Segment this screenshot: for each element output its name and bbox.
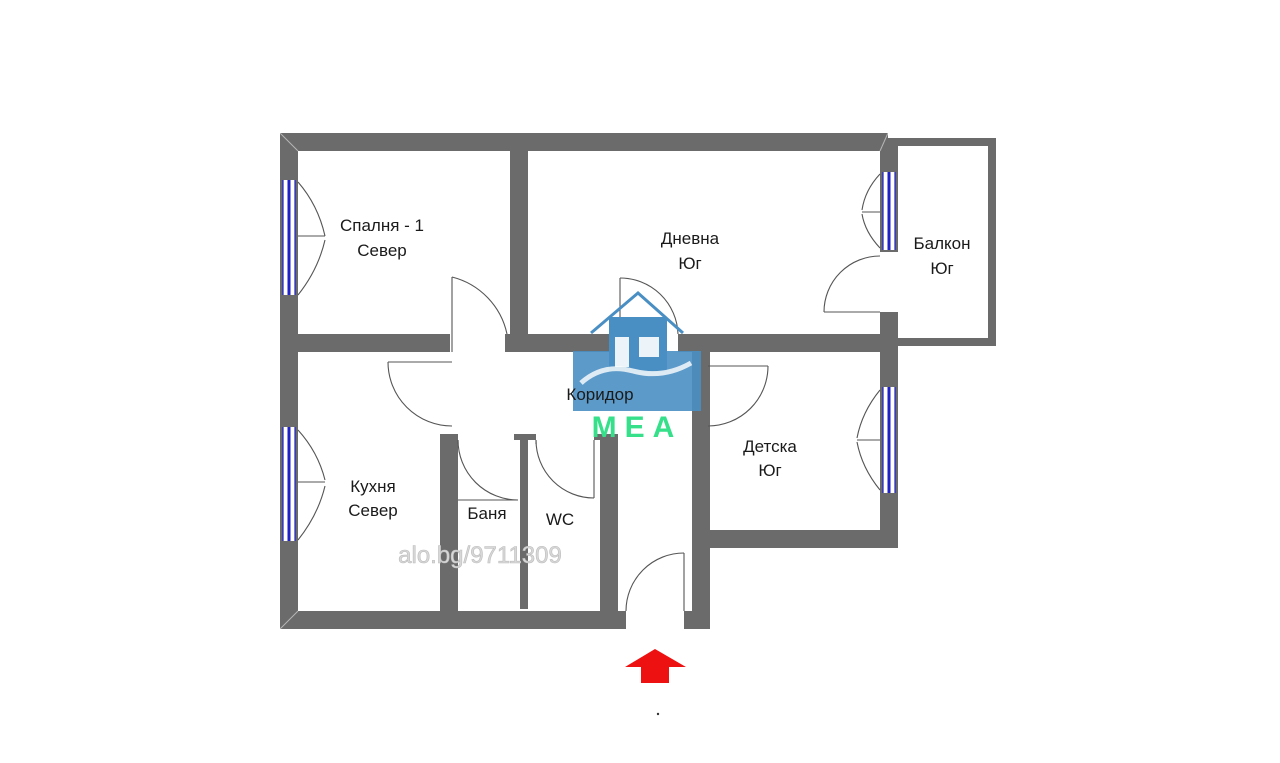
label-kitchen-name: Кухня: [350, 477, 396, 496]
logo-text: MEA: [592, 411, 683, 444]
window-kitchen: [282, 427, 326, 541]
label-wc-name: WC: [546, 510, 574, 529]
door-kids: [707, 365, 769, 427]
label-bedroom-name: Спалня - 1: [340, 216, 424, 235]
walls: [280, 133, 996, 629]
wall-wc-right: [600, 434, 618, 629]
door-kitchen: [387, 361, 453, 427]
wall-bevels: [279, 132, 889, 630]
wall-corridor-top-b: [678, 334, 698, 352]
entrance-arrow-icon: [625, 649, 686, 683]
watermark-text: alo.bg/9711309: [398, 542, 562, 569]
label-balcony-orientation: Юг: [930, 259, 953, 278]
wall-bath-top: [440, 434, 452, 440]
wall-kitchen-right: [440, 434, 458, 629]
label-corridor-name: Коридор: [566, 385, 633, 404]
label-kids-name: Детска: [743, 437, 797, 456]
label-kitchen-orientation: Север: [348, 501, 397, 520]
label-bedroom-orientation: Север: [357, 241, 406, 260]
label-living-name: Дневна: [661, 229, 720, 248]
wall-kids-bottom: [692, 530, 898, 548]
wall-entry-right: [692, 530, 710, 629]
door-balcony: [823, 255, 881, 313]
window-living: [861, 172, 896, 250]
outer-wall-top: [280, 133, 888, 151]
wall-kids-top: [698, 334, 888, 352]
label-kids-orientation: Юг: [758, 461, 781, 480]
wall-bath-wc: [520, 434, 528, 609]
window-bedroom: [282, 180, 326, 296]
label-bathroom-name: Баня: [467, 504, 506, 523]
company-logo: MEA: [573, 291, 701, 444]
window-kids: [856, 387, 896, 493]
dot-mark: [656, 712, 660, 716]
door-bedroom: [451, 276, 508, 352]
room-labels: Спалня - 1 Север Дневна Юг Балкон Юг Кор…: [340, 216, 971, 529]
door-bathroom: [457, 439, 519, 501]
wall-bedroom-bottom: [298, 334, 450, 352]
windows: [282, 172, 896, 541]
door-wc: [535, 439, 595, 499]
balcony-wall-top: [888, 138, 996, 146]
door-entrance: [625, 552, 685, 612]
wall-wc-top-right: [594, 434, 618, 440]
label-balcony-name: Балкон: [913, 234, 970, 253]
label-living-orientation: Юг: [678, 254, 701, 273]
doors: [387, 255, 881, 612]
wall-corridor-top-a: [505, 334, 620, 352]
balcony-wall-bottom: [888, 338, 996, 346]
wall-wc-top: [514, 434, 536, 440]
balcony-wall-right: [988, 138, 996, 346]
wall-bedroom-living: [510, 151, 528, 337]
